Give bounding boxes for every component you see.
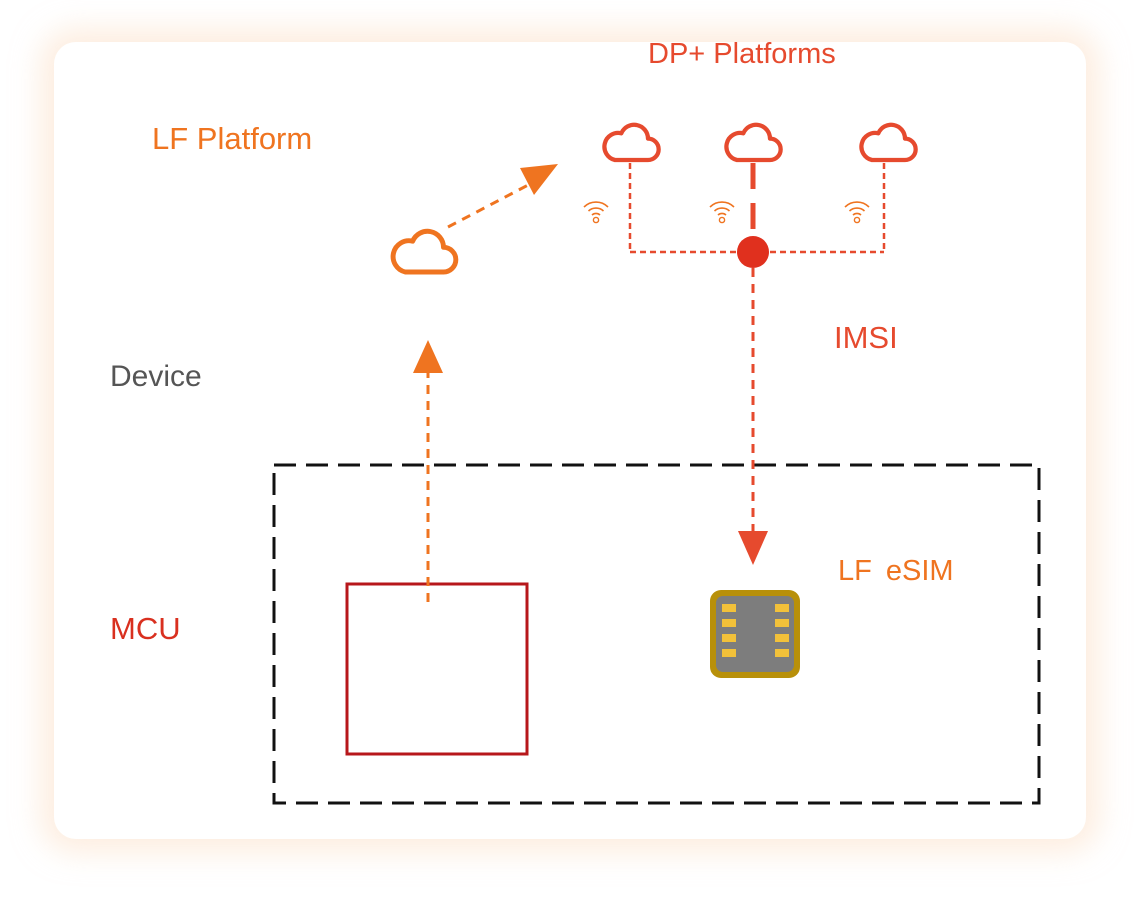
lf-to-dp-line	[447, 181, 533, 229]
dp-connector-tree	[628, 163, 886, 254]
device-label: Device	[110, 360, 202, 393]
lf-to-dp-arrowhead	[520, 164, 558, 195]
dp-cloud-1-icon	[604, 125, 658, 160]
imsi-label: IMSI	[834, 320, 898, 355]
lf-platform-cloud-icon	[393, 231, 456, 272]
dp-cloud-3-icon	[861, 125, 915, 160]
mcu-uplink-arrowhead	[413, 340, 443, 373]
signal-1-icon	[583, 201, 609, 224]
signal-2-icon	[709, 201, 735, 224]
mcu-label: MCU	[110, 611, 181, 646]
lf-platform-label: LF Platform	[152, 121, 313, 156]
device-boundary	[272, 463, 1041, 805]
dp-cloud-2-icon	[726, 125, 780, 160]
imsi-downlink-arrowhead	[738, 531, 768, 565]
dp-platforms-label: DP+ Platforms	[648, 38, 836, 70]
sim-chip-icon	[710, 590, 800, 678]
junction-node	[737, 236, 769, 268]
lf-esim-label: LF eSIM	[838, 555, 954, 587]
signal-3-icon	[844, 201, 870, 224]
diagram-card	[54, 42, 1086, 839]
mcu-box	[345, 582, 529, 756]
